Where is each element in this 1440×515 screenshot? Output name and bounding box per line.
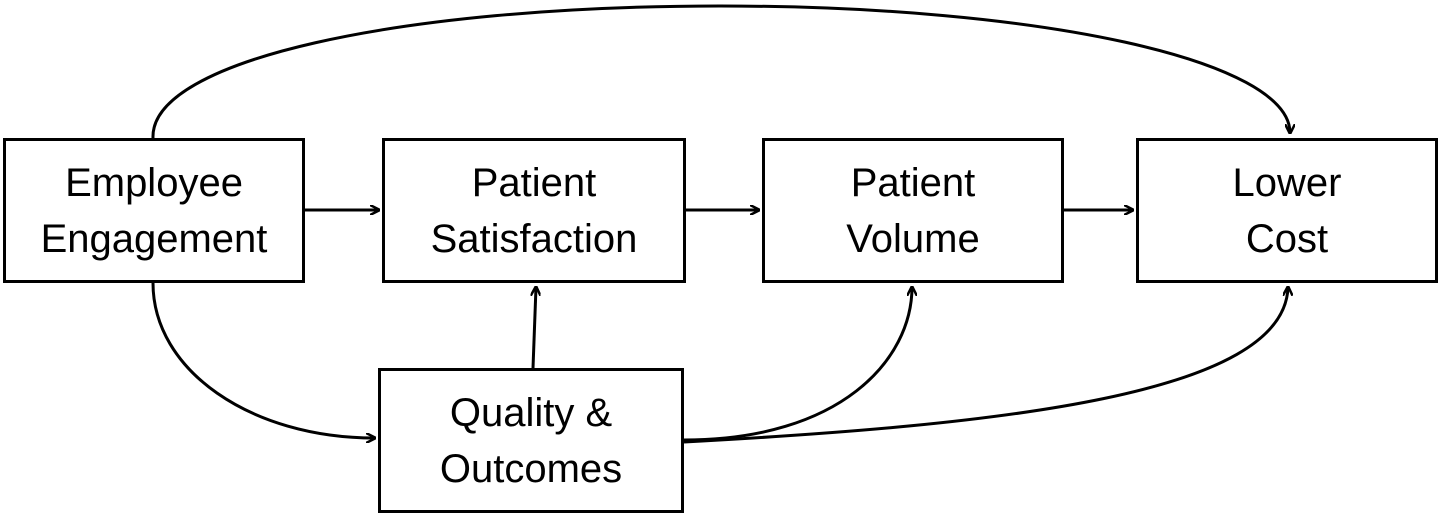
- edge-quality-to-satisfaction: [533, 287, 536, 369]
- edge-employee-to-cost: [151, 4, 1290, 139]
- edge-employee-to-quality: [151, 282, 375, 438]
- node-label-line1: Patient: [850, 160, 976, 205]
- node-label-line1: Lower: [1232, 160, 1342, 205]
- node-label-line1: Quality &: [449, 390, 613, 435]
- node-label-line1: Patient: [471, 160, 597, 205]
- edge-quality-to-cost: [683, 287, 1288, 444]
- node-label-line2: Satisfaction: [430, 216, 638, 261]
- node-patient-satisfaction: Patient Satisfaction: [382, 138, 686, 283]
- node-label-line2: Engagement: [40, 216, 268, 261]
- node-label-line1: Employee: [65, 160, 243, 205]
- node-lower-cost: Lower Cost: [1136, 138, 1438, 283]
- node-patient-volume: Patient Volume: [762, 138, 1064, 283]
- node-label-line2: Cost: [1245, 216, 1329, 261]
- edge-quality-to-volume: [683, 287, 912, 442]
- node-label-line2: Outcomes: [439, 446, 623, 491]
- node-employee-engagement: Employee Engagement: [3, 138, 305, 283]
- node-label-line2: Volume: [846, 216, 980, 261]
- node-quality-outcomes: Quality & Outcomes: [378, 368, 684, 513]
